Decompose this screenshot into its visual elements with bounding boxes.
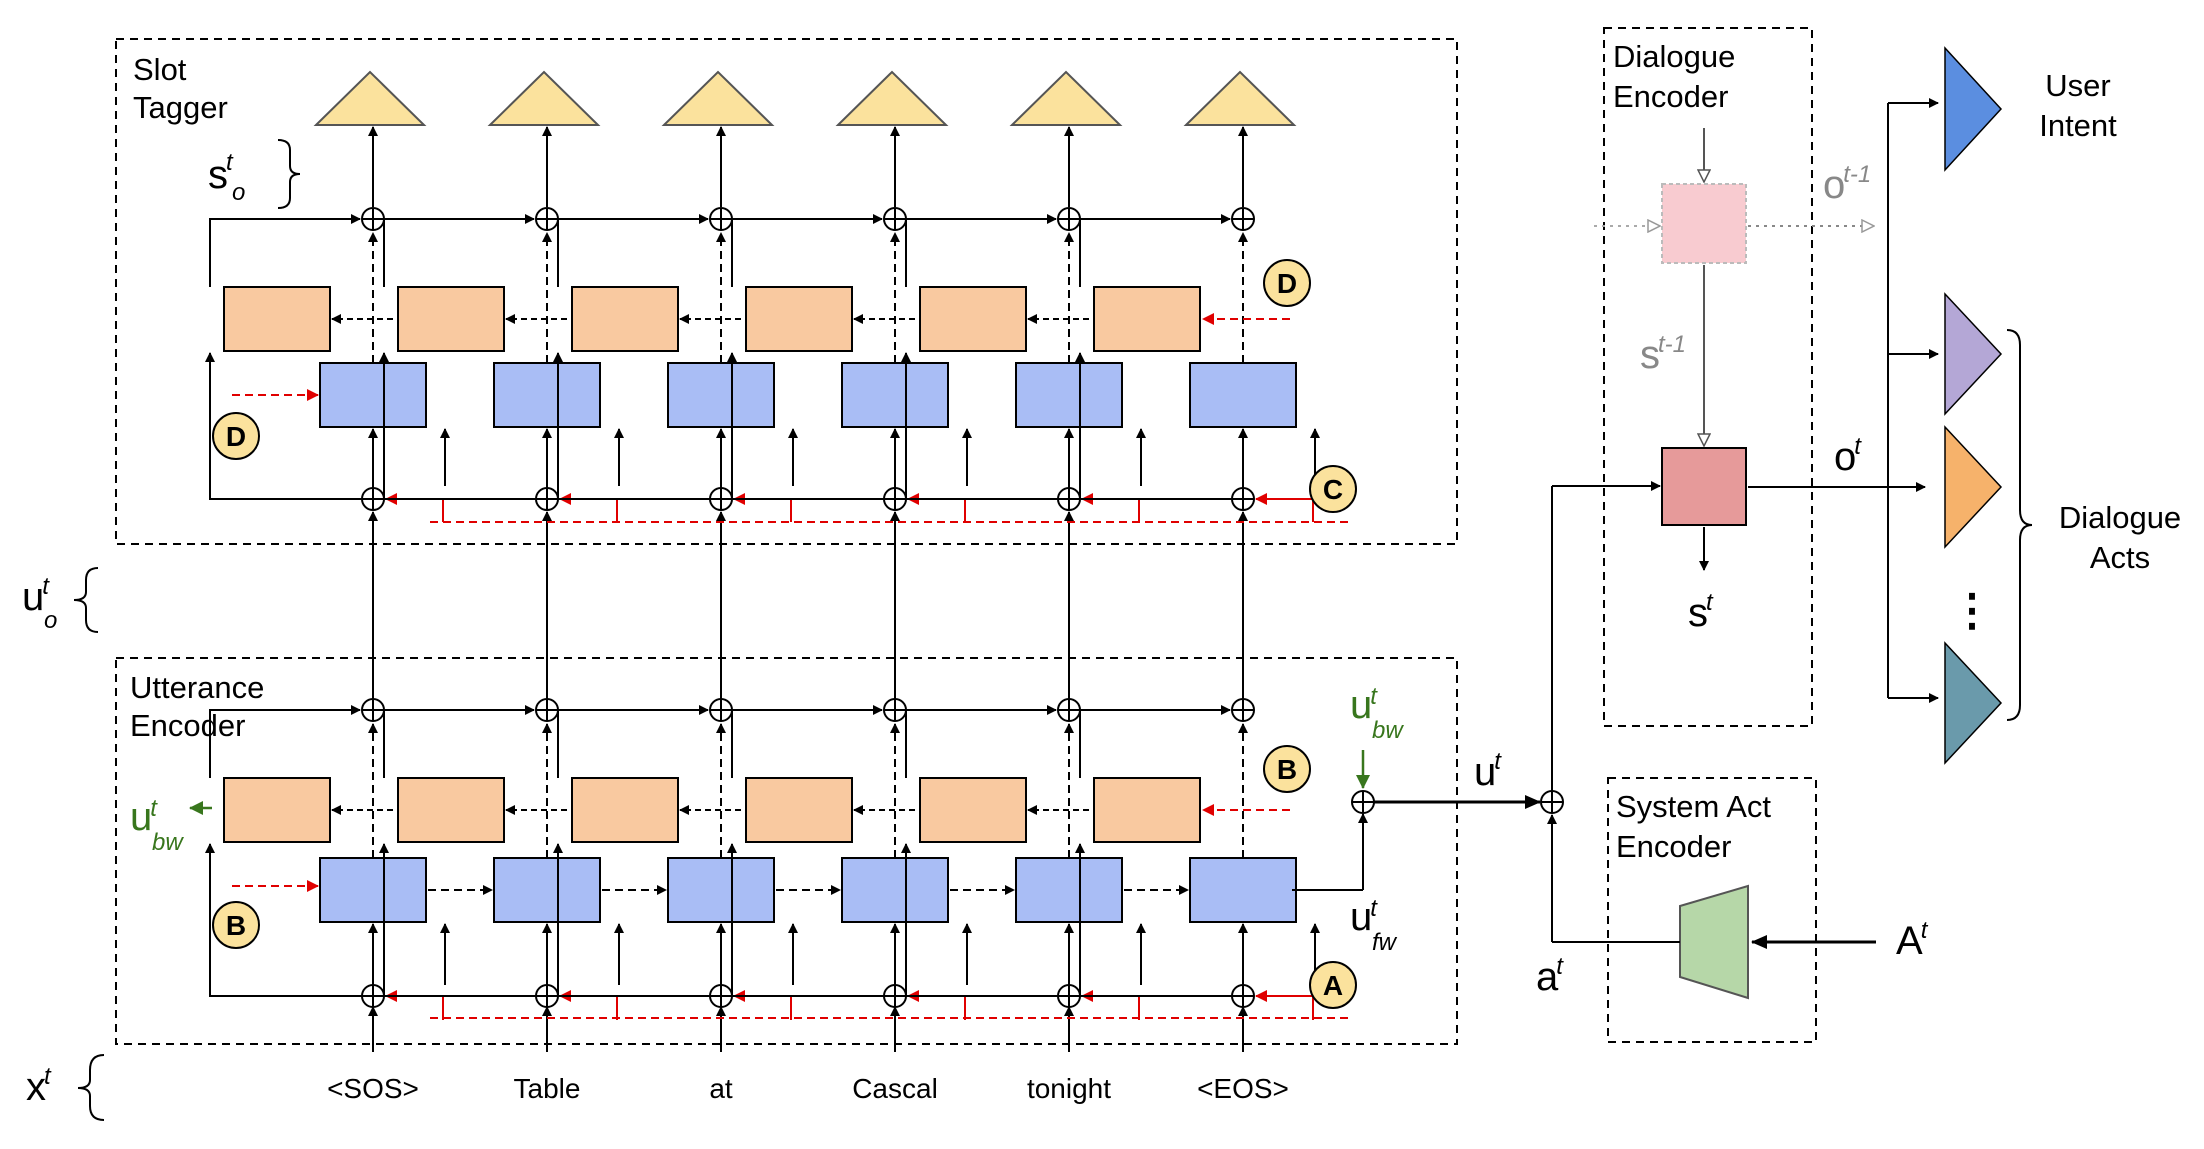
slot-backward-cell (223, 286, 331, 352)
s-o-brace (277, 139, 301, 209)
badge-a: A (1309, 961, 1357, 1009)
badge-d-bottom: D (212, 412, 260, 460)
dialogue-acts-brace (2006, 329, 2033, 721)
utterance-forward-cell (493, 857, 601, 923)
badge-b-right: B (1263, 745, 1311, 793)
utterance-backward-cell (1093, 777, 1201, 843)
svg-text:B: B (1277, 754, 1297, 785)
dialogue-act-triangle-2 (1944, 425, 2003, 549)
a-t-label: at (1536, 953, 1564, 999)
svg-text:C: C (1323, 474, 1343, 505)
slot-forward-cell (1189, 362, 1297, 428)
ellipsis: ⋮ (1950, 586, 1994, 635)
token-label: <SOS> (327, 1073, 419, 1104)
s-t-1-label: st-1 (1640, 331, 1686, 377)
svg-text:B: B (226, 910, 246, 941)
slot-forward-cell (841, 362, 949, 428)
slot-forward-cell (667, 362, 775, 428)
u-o-brace (73, 567, 99, 633)
slot-output-triangle (487, 70, 601, 126)
slot-output-triangle (1009, 70, 1123, 126)
slot-output-triangle (835, 70, 949, 126)
utterance-forward-cell (841, 857, 949, 923)
utterance-forward-cell (1015, 857, 1123, 923)
utterance-forward-cell (667, 857, 775, 923)
token-label: tonight (1027, 1073, 1111, 1104)
slot-backward-cell (919, 286, 1027, 352)
system-act-encoder-box (1607, 777, 1817, 1043)
badge-b-left: B (212, 901, 260, 949)
slot-backward-cell (745, 286, 853, 352)
slot-backward-cell (1093, 286, 1201, 352)
user-intent-triangle (1944, 46, 2003, 172)
utterance-forward-cell (1189, 857, 1297, 923)
utterance-backward-cell (745, 777, 853, 843)
slot-output-triangle (1183, 70, 1297, 126)
utterance-backward-cell (223, 777, 331, 843)
dialogue-input-sum-node (1540, 790, 1564, 814)
utterance-sum-node (1351, 790, 1375, 814)
o-t-1-label: ot-1 (1823, 161, 1871, 207)
token-label: Cascal (852, 1073, 938, 1104)
token-label: Table (514, 1073, 581, 1104)
slot-forward-cell (493, 362, 601, 428)
badge-c: C (1309, 465, 1357, 513)
u-t-label: ut (1474, 748, 1502, 794)
svg-text:D: D (226, 421, 246, 452)
utterance-backward-cell (397, 777, 505, 843)
A-t-label: At (1896, 917, 1929, 963)
system-act-trapezoid (1679, 884, 1749, 1000)
token-columns: <SOS> Table at Cascal tonight <EOS> (205, 70, 1350, 1104)
badge-d-top: D (1263, 259, 1311, 307)
slot-backward-cell (571, 286, 679, 352)
slot-output-triangle (313, 70, 427, 126)
dialogue-prev-cell (1661, 183, 1747, 264)
token-label: <EOS> (1197, 1073, 1289, 1104)
svg-text:D: D (1277, 268, 1297, 299)
slot-output-triangle (661, 70, 775, 126)
o-t-label: ot (1834, 433, 1862, 479)
slot-backward-cell (397, 286, 505, 352)
slot-forward-cell (1015, 362, 1123, 428)
dialogue-encoder-box (1603, 27, 1813, 727)
svg-text:A: A (1323, 970, 1343, 1001)
utterance-backward-cell (571, 777, 679, 843)
token-label: at (709, 1073, 733, 1104)
utterance-backward-cell (919, 777, 1027, 843)
slot-forward-cell (319, 362, 427, 428)
dialogue-act-triangle-1 (1944, 292, 2003, 416)
s-o-label: sto (208, 149, 245, 206)
x-t-label: xt (26, 1063, 52, 1109)
dialogue-cell (1661, 447, 1747, 526)
utterance-encoder-box (115, 657, 1458, 1045)
s-t-label: st (1688, 589, 1714, 635)
x-brace (77, 1054, 105, 1121)
utterance-forward-cell (319, 857, 427, 923)
dialogue-act-triangle-3 (1944, 641, 2003, 765)
